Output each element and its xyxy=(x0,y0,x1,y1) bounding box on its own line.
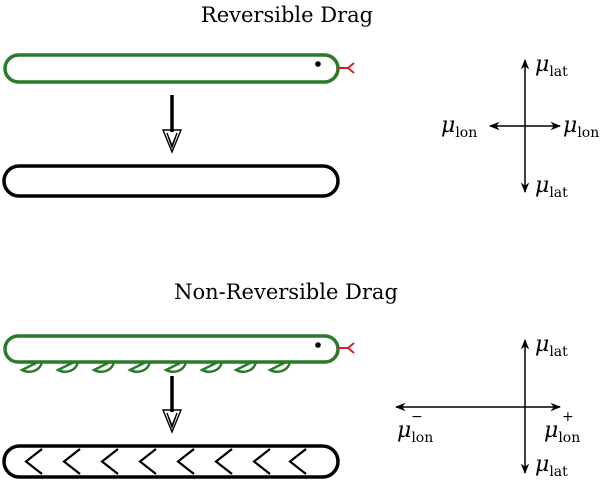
worm-hook xyxy=(127,360,152,373)
chevron-ridge xyxy=(288,448,307,475)
worm-tongue xyxy=(338,342,355,354)
worm-eye xyxy=(315,342,321,348)
body-ridged xyxy=(2,444,340,479)
chevron-ridge xyxy=(24,448,43,475)
arrow-head xyxy=(161,409,183,434)
worm-hook xyxy=(233,360,258,373)
label-mu-lon-minus: μlon xyxy=(397,418,433,446)
label-mu-lat-up: μlat xyxy=(535,52,568,80)
label-mu-lat-up: μlat xyxy=(535,332,568,360)
label-mu-lat-down: μlat xyxy=(535,452,568,480)
worm-top xyxy=(3,53,355,84)
transform-arrow-bottom xyxy=(161,376,183,434)
body-outline xyxy=(2,444,340,479)
chevron-ridge xyxy=(138,448,157,475)
worm-hook xyxy=(199,360,224,373)
chevron-ridge xyxy=(100,448,119,475)
axes-non-reversible: μlat μlat μlon − μlon + xyxy=(394,332,580,480)
worm-tongue xyxy=(338,62,355,74)
label-plus-sign: + xyxy=(562,409,574,425)
worm-bottom xyxy=(3,334,355,373)
chevron-ridge xyxy=(252,448,271,475)
body-smooth xyxy=(2,164,340,198)
worm-hook xyxy=(55,360,80,373)
title-non-reversible-drag: Non-Reversible Drag xyxy=(174,280,398,304)
worm-body xyxy=(3,53,340,84)
worm-eye xyxy=(315,61,321,67)
label-mu-lon-left: μlon xyxy=(441,113,477,141)
label-mu-lon-plus: μlon xyxy=(544,418,580,446)
chevron-ridge xyxy=(214,448,233,475)
body-chevrons xyxy=(24,448,307,475)
arrow-head xyxy=(161,129,183,154)
label-mu-lat-down: μlat xyxy=(535,173,568,201)
title-reversible-drag: Reversible Drag xyxy=(201,3,373,27)
label-mu-lon-right: μlon xyxy=(563,113,599,141)
transform-arrow-top xyxy=(161,95,183,154)
worm-hook xyxy=(91,360,116,373)
worm-hook xyxy=(267,360,292,373)
worm-hook xyxy=(19,360,44,373)
label-minus-sign: − xyxy=(411,409,423,425)
worm-body xyxy=(3,334,340,364)
worm-hook xyxy=(163,360,188,373)
axes-reversible: μlat μlat μlon μlon xyxy=(441,52,599,201)
worm-hooks xyxy=(19,360,292,373)
chevron-ridge xyxy=(62,448,81,475)
chevron-ridge xyxy=(176,448,195,475)
